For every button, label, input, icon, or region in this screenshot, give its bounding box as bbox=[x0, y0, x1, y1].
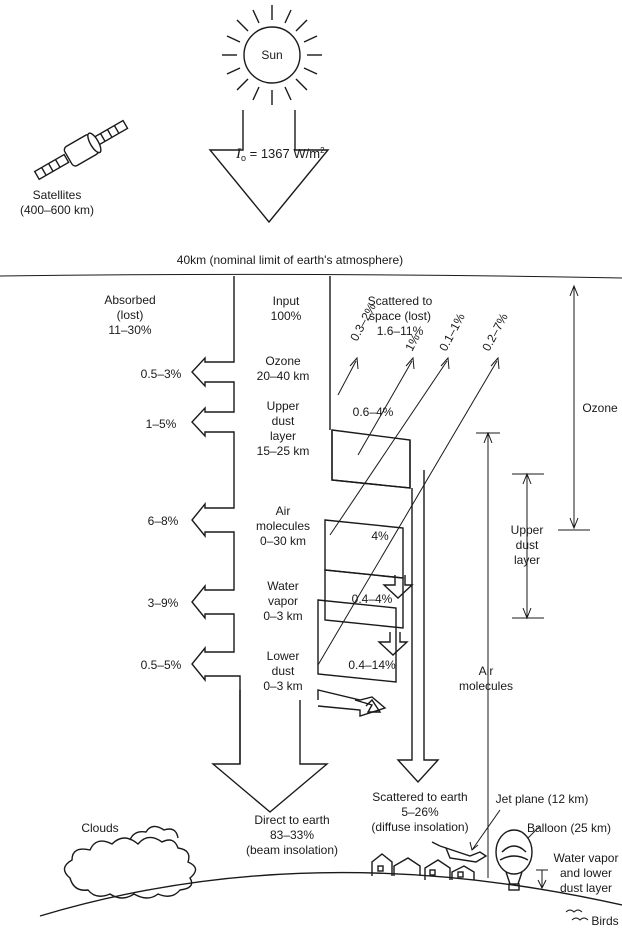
svg-text:dust: dust bbox=[516, 538, 539, 552]
water-vapor-bracket bbox=[536, 870, 548, 888]
jet-plane-label: Jet plane (12 km) bbox=[496, 792, 589, 806]
birds-icon bbox=[566, 910, 588, 920]
svg-text:20–40 km: 20–40 km bbox=[257, 369, 310, 383]
layer-lower-dust-name: Lower bbox=[267, 649, 300, 663]
svg-text:100%: 100% bbox=[271, 309, 302, 323]
svg-text:Scattered to earth: Scattered to earth bbox=[372, 790, 467, 804]
atmosphere-limit-line bbox=[0, 274, 622, 278]
direct-to-earth-label: Direct to earth 83–33% (beam insolation) bbox=[246, 813, 338, 857]
layer-water-name: Water bbox=[267, 579, 299, 593]
svg-text:space (lost): space (lost) bbox=[369, 309, 431, 323]
layer-labels: Ozone 20–40 km Upper dust layer 15–25 km… bbox=[256, 354, 310, 693]
satellites-label: Satellites bbox=[33, 188, 82, 202]
jet-plane-pointer bbox=[472, 810, 500, 850]
scatter-to-space-arrows bbox=[318, 358, 499, 665]
air-molecules-range-bracket bbox=[476, 433, 500, 878]
absorbed-lower-dust: 0.5–5% bbox=[141, 658, 182, 672]
satellite-icon bbox=[32, 115, 131, 185]
svg-text:molecules: molecules bbox=[459, 679, 513, 693]
svg-text:Scattered to: Scattered to bbox=[368, 294, 433, 308]
irradiance-label: Io = 1367 W/m2 bbox=[235, 146, 325, 163]
satellites-altitude: (400–600 km) bbox=[20, 203, 94, 217]
ozone-range-label: Ozone bbox=[582, 401, 618, 415]
svg-text:Input: Input bbox=[273, 294, 300, 308]
direct-beam-arrow bbox=[213, 690, 327, 812]
svg-text:dust layer: dust layer bbox=[560, 881, 612, 895]
svg-text:83–33%: 83–33% bbox=[270, 828, 314, 842]
svg-text:and lower: and lower bbox=[560, 866, 612, 880]
input-header: Input 100% bbox=[271, 294, 302, 323]
absorbed-air: 6–8% bbox=[148, 514, 179, 528]
balloon-icon bbox=[496, 830, 532, 890]
sun-label: Sun bbox=[261, 48, 282, 62]
svg-text:5–26%: 5–26% bbox=[401, 805, 439, 819]
svg-text:Water vapor: Water vapor bbox=[554, 851, 619, 865]
atmosphere-limit-label: 40km (nominal limit of earth's atmospher… bbox=[177, 253, 403, 267]
svg-text:layer: layer bbox=[270, 429, 296, 443]
absorbed-upper-dust: 1–5% bbox=[146, 417, 177, 431]
svg-text:(lost): (lost) bbox=[117, 308, 144, 322]
svg-text:dust: dust bbox=[272, 414, 295, 428]
air-molecules-range-label: Air molecules bbox=[459, 664, 513, 693]
svg-text:0.2–7%: 0.2–7% bbox=[479, 311, 511, 354]
water-vapor-label: Water vapor and lower dust layer bbox=[554, 851, 619, 895]
scattered-to-earth-label: Scattered to earth 5–26% (diffuse insola… bbox=[371, 790, 468, 834]
absorbed-header: Absorbed (lost) 11–30% bbox=[104, 293, 155, 337]
svg-text:molecules: molecules bbox=[256, 519, 310, 533]
svg-text:4%: 4% bbox=[371, 529, 389, 543]
svg-text:Air: Air bbox=[479, 664, 494, 678]
birds-label: Birds bbox=[591, 914, 618, 928]
svg-text:0–3 km: 0–3 km bbox=[263, 679, 302, 693]
absorbed-ozone: 0.5–3% bbox=[141, 367, 182, 381]
layer-air-name: Air bbox=[276, 504, 291, 518]
incoming-radiation-arrow bbox=[210, 110, 328, 222]
svg-text:dust: dust bbox=[272, 664, 295, 678]
svg-text:vapor: vapor bbox=[268, 594, 298, 608]
absorption-beam-outline bbox=[192, 276, 240, 764]
svg-text:(beam insolation): (beam insolation) bbox=[246, 843, 338, 857]
balloon-label: Balloon (25 km) bbox=[527, 821, 611, 835]
absorbed-values: 0.5–3% 1–5% 6–8% 3–9% 0.5–5% bbox=[141, 367, 182, 672]
svg-text:15–25 km: 15–25 km bbox=[257, 444, 310, 458]
svg-text:layer: layer bbox=[514, 553, 540, 567]
svg-text:0.1–1%: 0.1–1% bbox=[436, 311, 468, 354]
svg-text:11–30%: 11–30% bbox=[108, 323, 151, 337]
svg-text:0–30 km: 0–30 km bbox=[260, 534, 306, 548]
absorbed-water: 3–9% bbox=[148, 596, 179, 610]
scatter-percent-labels: 0.6–4% 4% 0.4–4% 0.4–14% bbox=[348, 405, 396, 672]
sun-icon: Sun bbox=[222, 5, 322, 105]
scattered-space-header: Scattered to space (lost) 1.6–11% bbox=[368, 294, 433, 338]
svg-text:0–3 km: 0–3 km bbox=[263, 609, 302, 623]
layer-ozone-name: Ozone bbox=[265, 354, 301, 368]
svg-text:0.4–14%: 0.4–14% bbox=[348, 658, 396, 672]
svg-text:(diffuse insolation): (diffuse insolation) bbox=[371, 820, 468, 834]
diffuse-beam-outline bbox=[398, 470, 438, 782]
upper-dust-range-label: Upper dust layer bbox=[511, 523, 544, 567]
earth-surface bbox=[40, 873, 622, 916]
clouds-icon bbox=[64, 826, 195, 898]
svg-text:0.6–4%: 0.6–4% bbox=[353, 405, 394, 419]
clouds-label: Clouds bbox=[81, 821, 118, 835]
svg-text:Upper: Upper bbox=[511, 523, 544, 537]
layer-upper-dust-name: Upper bbox=[267, 399, 300, 413]
scattering-boxes bbox=[318, 430, 410, 682]
svg-text:Direct to earth: Direct to earth bbox=[254, 813, 329, 827]
svg-text:0.4–4%: 0.4–4% bbox=[352, 592, 393, 606]
svg-text:Absorbed: Absorbed bbox=[104, 293, 155, 307]
